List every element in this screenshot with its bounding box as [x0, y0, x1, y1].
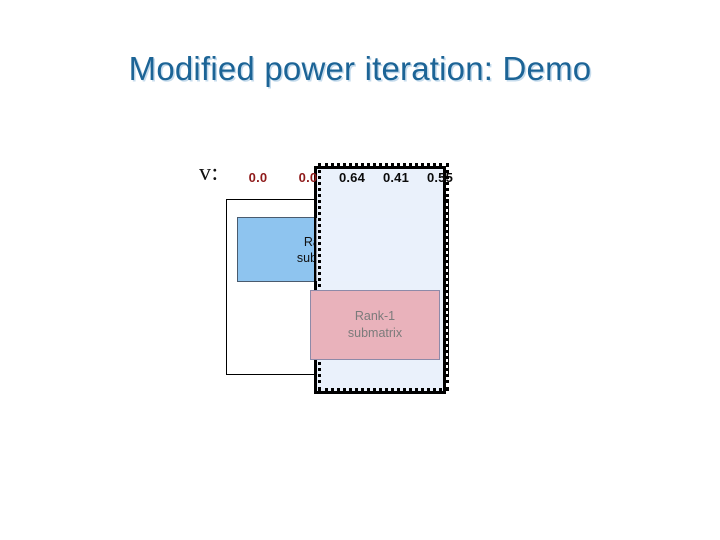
- vector-cell-2: 0.64: [338, 169, 366, 185]
- rank1-pink-line1: Rank-1: [354, 309, 396, 323]
- vector-cell-0: 0.0: [248, 169, 268, 185]
- rank1-pink-line2: submatrix: [347, 326, 403, 340]
- vector-label: v:: [199, 160, 219, 186]
- vector-cell-3: 0.41: [382, 169, 410, 185]
- vector-cell-1: 0.0: [298, 169, 318, 185]
- rank1-submatrix-pink: Rank-1 submatrix: [310, 290, 440, 360]
- page-title: Modified power iteration: Demo: [128, 50, 592, 87]
